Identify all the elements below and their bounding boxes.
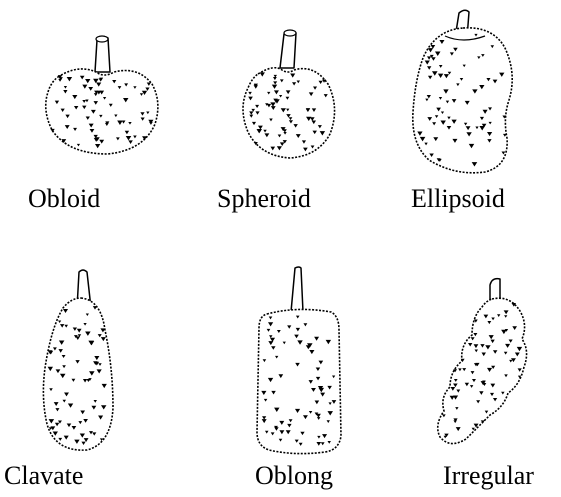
oblong-fruit-drawing	[245, 266, 355, 466]
shape-label-obloid: Obloid	[28, 186, 100, 212]
shape-label-oblong: Oblong	[255, 463, 333, 489]
shape-label-spheroid: Spheroid	[217, 186, 311, 212]
shape-label-ellipsoid: Ellipsoid	[411, 186, 505, 212]
spheroid-fruit-drawing	[230, 28, 350, 168]
shape-label-irregular: Irregular	[443, 463, 534, 489]
shape-label-clavate: Clavate	[4, 463, 83, 489]
irregular-fruit-drawing	[430, 275, 540, 455]
obloid-fruit-drawing	[38, 32, 168, 167]
ellipsoid-fruit-drawing	[405, 8, 525, 178]
clavate-fruit-drawing	[25, 268, 135, 463]
